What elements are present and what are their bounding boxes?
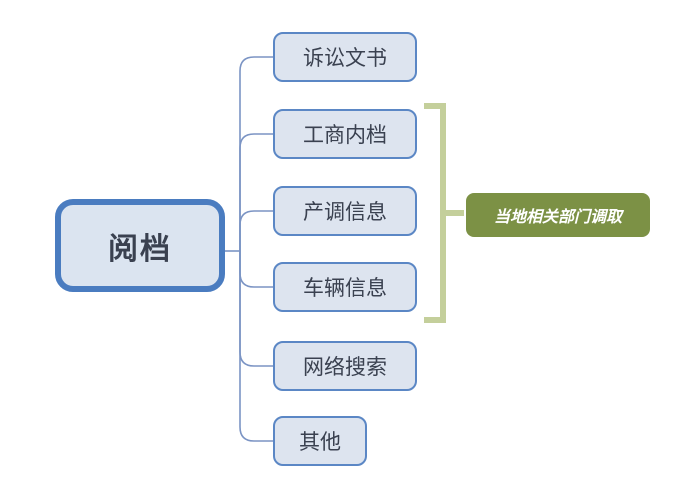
node-other[interactable]: 其他	[273, 416, 367, 466]
node-label: 诉讼文书	[303, 47, 387, 70]
node-label: 其他	[299, 431, 341, 454]
annotation-node[interactable]: 当地相关部门调取	[466, 193, 650, 237]
branch-line-4	[239, 251, 273, 367]
node-property-survey-info[interactable]: 产调信息	[273, 186, 417, 236]
branch-line-3	[239, 251, 273, 288]
node-label: 网络搜索	[303, 356, 387, 379]
node-root-label: 阅档	[108, 232, 172, 266]
node-label: 车辆信息	[303, 277, 387, 300]
branch-line-1	[239, 133, 273, 251]
node-business-internal-files[interactable]: 工商内档	[273, 109, 417, 159]
annotation-label: 当地相关部门调取	[493, 209, 622, 226]
node-root[interactable]: 阅档	[55, 199, 225, 292]
branch-line-5	[239, 251, 273, 442]
node-litigation-documents[interactable]: 诉讼文书	[273, 32, 417, 82]
node-vehicle-info[interactable]: 车辆信息	[273, 262, 417, 312]
node-label: 工商内档	[303, 124, 387, 147]
group-bracket	[424, 103, 446, 323]
node-label: 产调信息	[303, 201, 387, 224]
branch-line-2	[239, 210, 273, 251]
branch-line-0	[239, 56, 273, 251]
node-web-search[interactable]: 网络搜索	[273, 341, 417, 391]
